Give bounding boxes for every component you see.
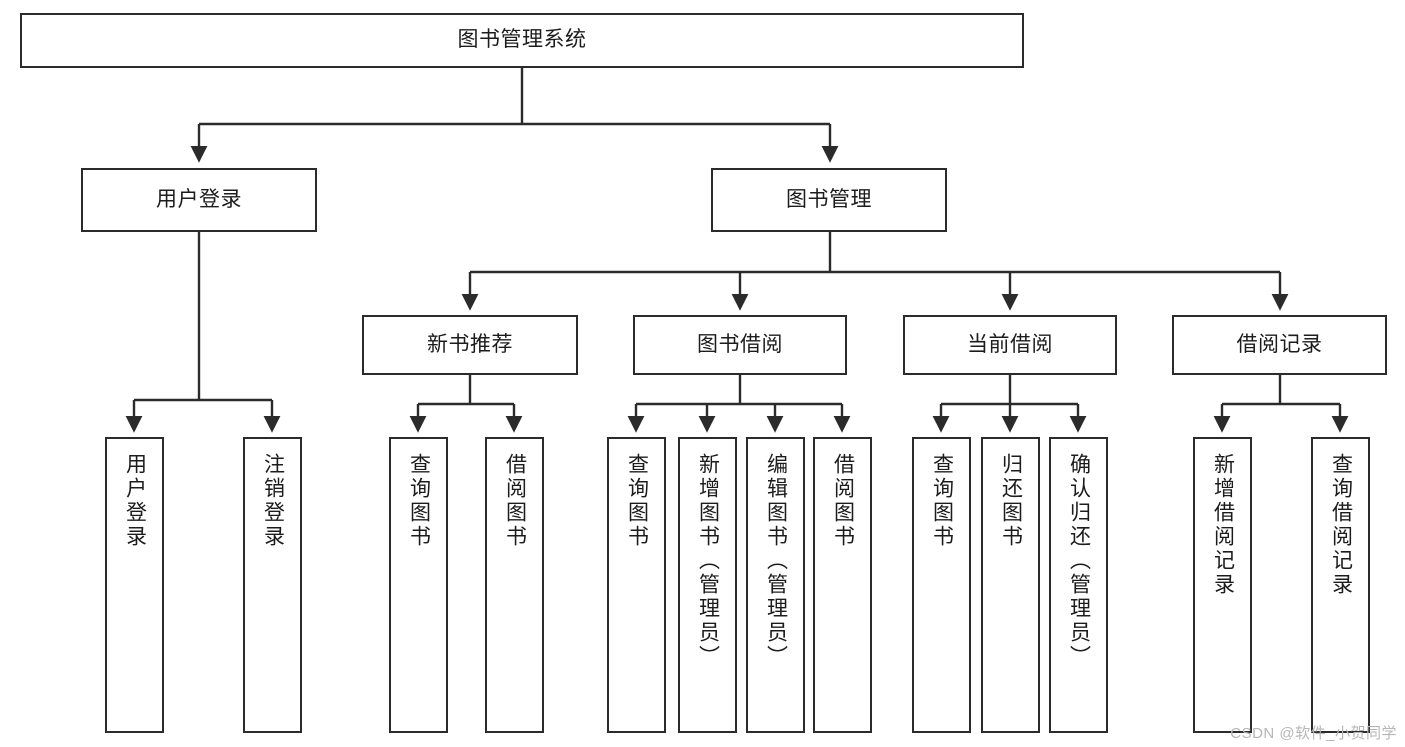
leaf-add-record[interactable]: 新增借阅记录 bbox=[1193, 437, 1252, 733]
leaf-edit-book-label: 编辑图书（管理员） bbox=[764, 453, 788, 669]
leaf-query-book-2-label: 查询图书 bbox=[625, 453, 649, 549]
node-borrow-record[interactable]: 借阅记录 bbox=[1172, 315, 1387, 375]
node-book-manage[interactable]: 图书管理 bbox=[711, 168, 947, 232]
leaf-query-book-3-label: 查询图书 bbox=[930, 453, 954, 549]
leaf-query-book-2[interactable]: 查询图书 bbox=[607, 437, 666, 733]
node-root-label: 图书管理系统 bbox=[457, 28, 587, 52]
leaf-add-record-label: 新增借阅记录 bbox=[1211, 453, 1235, 597]
leaf-return-book-label: 归还图书 bbox=[999, 453, 1023, 549]
node-user-login-label: 用户登录 bbox=[156, 187, 242, 211]
node-user-login[interactable]: 用户登录 bbox=[81, 168, 317, 232]
leaf-query-book-1-label: 查询图书 bbox=[407, 453, 431, 549]
leaf-edit-book[interactable]: 编辑图书（管理员） bbox=[746, 437, 805, 733]
node-borrow-record-label: 借阅记录 bbox=[1236, 332, 1323, 356]
leaf-user-login-label: 用户登录 bbox=[123, 453, 147, 549]
leaf-add-book[interactable]: 新增图书（管理员） bbox=[678, 437, 737, 733]
node-root[interactable]: 图书管理系统 bbox=[20, 13, 1024, 68]
node-current-borrow-label: 当前借阅 bbox=[967, 332, 1053, 356]
node-new-book-recommend-label: 新书推荐 bbox=[427, 332, 513, 356]
leaf-borrow-book-2-label: 借阅图书 bbox=[831, 453, 855, 549]
leaf-query-record-label: 查询借阅记录 bbox=[1329, 453, 1353, 597]
leaf-add-book-label: 新增图书（管理员） bbox=[696, 453, 720, 669]
leaf-return-book[interactable]: 归还图书 bbox=[981, 437, 1040, 733]
leaf-borrow-book-2[interactable]: 借阅图书 bbox=[813, 437, 872, 733]
node-book-borrow-label: 图书借阅 bbox=[697, 332, 783, 356]
leaf-query-record[interactable]: 查询借阅记录 bbox=[1311, 437, 1370, 733]
leaf-query-book-1[interactable]: 查询图书 bbox=[389, 437, 448, 733]
leaf-query-book-3[interactable]: 查询图书 bbox=[912, 437, 971, 733]
leaf-logout-label: 注销登录 bbox=[261, 453, 285, 549]
leaf-logout[interactable]: 注销登录 bbox=[243, 437, 302, 733]
leaf-borrow-book-1[interactable]: 借阅图书 bbox=[485, 437, 544, 733]
node-new-book-recommend[interactable]: 新书推荐 bbox=[362, 315, 578, 375]
leaf-confirm-return[interactable]: 确认归还（管理员） bbox=[1049, 437, 1108, 733]
leaf-user-login[interactable]: 用户登录 bbox=[105, 437, 164, 733]
node-book-manage-label: 图书管理 bbox=[786, 187, 872, 211]
node-book-borrow[interactable]: 图书借阅 bbox=[633, 315, 847, 375]
leaf-confirm-return-label: 确认归还（管理员） bbox=[1067, 453, 1091, 669]
watermark: CSDN @软件_小贺同学 bbox=[1230, 725, 1397, 742]
leaf-borrow-book-1-label: 借阅图书 bbox=[503, 453, 527, 549]
node-current-borrow[interactable]: 当前借阅 bbox=[903, 315, 1117, 375]
